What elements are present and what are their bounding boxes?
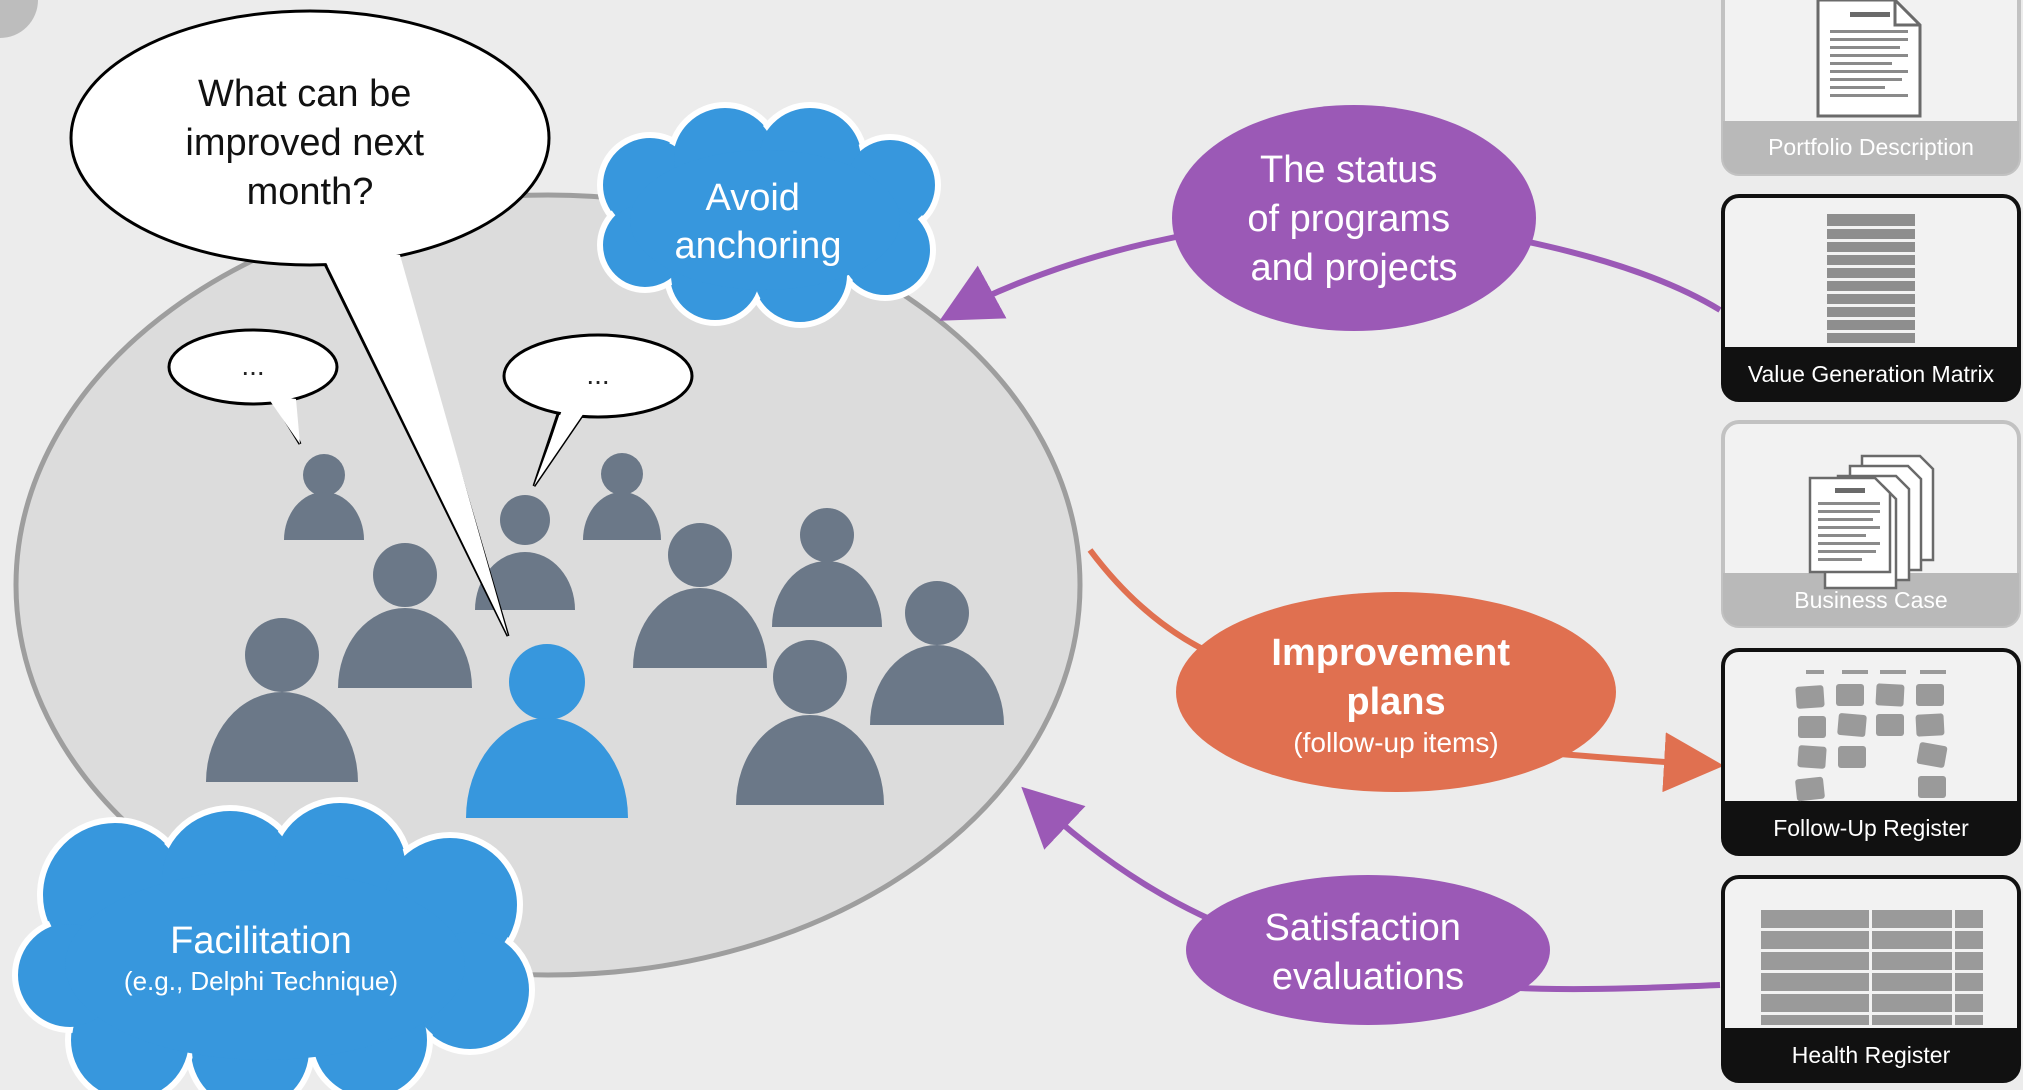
table-icon	[1761, 910, 1983, 1025]
matrix-icon	[1827, 214, 1915, 343]
person-icon	[633, 523, 767, 668]
speech-main-line-3: month?	[247, 171, 374, 213]
improvement-subtitle: (follow-up items)	[1293, 727, 1498, 758]
document-icon	[1816, 0, 1922, 118]
corner-fragment	[0, 0, 38, 38]
kanban-board-icon	[1795, 670, 1948, 802]
card-label: Health Register	[1792, 1042, 1951, 1068]
highlighted-person-icon	[466, 644, 628, 818]
cloud-avoid-anchoring: Avoid anchoring	[597, 102, 941, 328]
cloud-top-line-2: anchoring	[675, 225, 842, 267]
person-icon	[338, 543, 472, 688]
person-icon	[870, 581, 1004, 725]
speech-main-text: What can be improved next month?	[185, 73, 434, 213]
cloud-bottom-title: Facilitation	[170, 920, 352, 962]
document-stack-icon	[1808, 454, 1935, 590]
speech-bubble-small-right: ...	[502, 333, 694, 487]
improvement-title: Improvement plans	[1271, 632, 1520, 723]
arrow-improvement-to-register	[1559, 732, 1724, 793]
person-icon	[772, 508, 882, 627]
speech-small-right-text: ...	[586, 359, 609, 390]
cloud-top-text: Avoid anchoring	[675, 177, 842, 267]
card-portfolio-description[interactable]: Portfolio Description	[1721, 0, 2021, 176]
card-value-generation-matrix[interactable]: Value Generation Matrix	[1721, 194, 2021, 402]
person-icon	[475, 495, 575, 610]
ellipse-improvement-plans: Improvement plans (follow-up items)	[1176, 592, 1616, 792]
person-icon	[736, 640, 884, 805]
person-icon	[284, 454, 364, 540]
person-icon	[206, 618, 358, 782]
speech-main-line-2: improved next	[185, 122, 424, 164]
arrow-group-to-improvement	[1087, 548, 1217, 658]
status-text: The status of programs and projects	[1247, 149, 1460, 289]
cloud-bottom-subtitle: (e.g., Delphi Technique)	[124, 966, 398, 996]
card-label: Value Generation Matrix	[1748, 361, 1995, 387]
ellipse-status-programs: The status of programs and projects	[1172, 105, 1536, 331]
speech-bubble-main: What can be improved next month?	[69, 9, 551, 637]
improvement-line-1: Improvement	[1271, 632, 1510, 674]
card-follow-up-register[interactable]: Follow-Up Register	[1721, 648, 2021, 856]
ellipse-satisfaction-evaluations: Satisfaction evaluations	[1186, 875, 1550, 1025]
satisfaction-line-2: evaluations	[1272, 956, 1464, 998]
card-label: Business Case	[1794, 587, 1947, 613]
satisfaction-line-1: Satisfaction	[1264, 907, 1460, 949]
speech-small-left-text: ...	[241, 350, 264, 381]
cloud-top-line-1: Avoid	[706, 177, 800, 219]
group-people	[206, 453, 1004, 805]
person-icon	[583, 453, 661, 540]
status-line-3: and projects	[1250, 247, 1457, 289]
card-business-case[interactable]: Business Case	[1721, 420, 2021, 628]
speech-bubble-small-left: ...	[167, 328, 339, 445]
speech-main-line-1: What can be	[198, 73, 411, 115]
satisfaction-text: Satisfaction evaluations	[1264, 907, 1471, 998]
status-line-2: of programs	[1247, 198, 1450, 240]
cloud-facilitation: Facilitation (e.g., Delphi Technique)	[12, 797, 535, 1090]
card-label: Portfolio Description	[1768, 134, 1974, 160]
improvement-line-2: plans	[1346, 681, 1445, 723]
card-health-register[interactable]: Health Register	[1721, 875, 2021, 1083]
status-line-1: The status	[1260, 149, 1437, 191]
card-label: Follow-Up Register	[1773, 815, 1969, 841]
